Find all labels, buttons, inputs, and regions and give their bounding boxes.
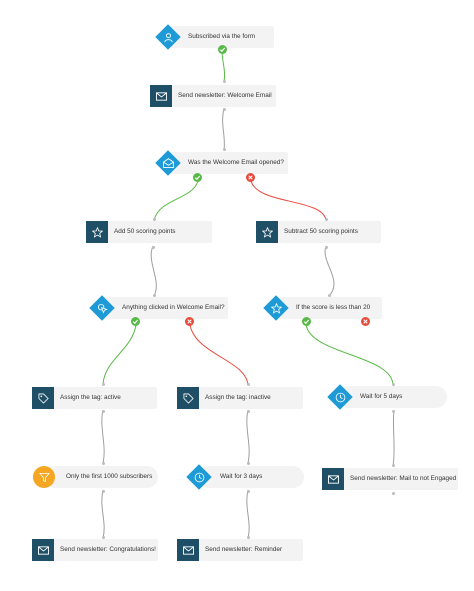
clock-icon xyxy=(188,466,210,488)
cursor-click-icon xyxy=(91,297,113,319)
node-send-not-engaged[interactable]: Send newsletter: Mail to not Engaged xyxy=(322,468,458,490)
port-dot xyxy=(392,410,395,413)
link-wait5-to-notengaged xyxy=(392,409,395,467)
node-wait-3-days[interactable]: Wait for 3 days xyxy=(198,466,304,488)
node-send-welcome[interactable]: Send newsletter: Welcome Email xyxy=(150,85,276,107)
link-yes-subscribed xyxy=(221,49,226,83)
node-tag-active[interactable]: Assign the tag: active xyxy=(32,387,157,409)
link-wait3-to-reminder xyxy=(246,489,250,539)
open-envelope-icon xyxy=(157,152,179,174)
node-send-congratulations[interactable]: Send newsletter: Congratulations! xyxy=(32,539,158,561)
node-send-reminder[interactable]: Send newsletter: Reminder xyxy=(177,539,303,561)
check-icon xyxy=(131,317,140,326)
node-label: Wait for 3 days xyxy=(220,473,263,480)
star-icon xyxy=(86,221,108,243)
node-opened-condition[interactable]: Was the Welcome Email opened? xyxy=(170,152,288,174)
node-label: Send newsletter: Congratulations! xyxy=(60,546,156,553)
node-label: Wait for 5 days xyxy=(360,393,403,400)
port-dot xyxy=(223,148,226,151)
port-dot xyxy=(247,462,250,465)
link-yes-clicked xyxy=(102,324,137,386)
envelope-icon xyxy=(150,85,172,107)
star-icon xyxy=(256,221,278,243)
node-label: Assign the tag: active xyxy=(60,394,121,401)
node-label: Subtract 50 scoring points xyxy=(284,228,358,235)
user-icon xyxy=(157,26,179,48)
port-dot xyxy=(153,294,156,297)
node-label: Add 50 scoring points xyxy=(114,228,176,235)
port-dot xyxy=(392,492,395,495)
cross-icon xyxy=(361,317,370,326)
node-label: Send newsletter: Welcome Email xyxy=(178,92,272,99)
node-subscribed-trigger[interactable]: Subscribed via the form xyxy=(170,26,274,48)
port-dot xyxy=(102,383,105,386)
port-dot xyxy=(325,218,328,221)
envelope-icon xyxy=(177,539,199,561)
node-label: Subscribed via the form xyxy=(188,33,256,40)
port-dot xyxy=(247,383,250,386)
port-dot xyxy=(328,294,331,297)
node-label: Only the first 1000 subscribers xyxy=(66,473,153,480)
node-label: Anything clicked in Welcome Email? xyxy=(122,304,225,311)
node-subtract-score[interactable]: Subtract 50 scoring points xyxy=(256,221,381,243)
node-wait-5-days[interactable]: Wait for 5 days xyxy=(338,386,447,408)
check-icon xyxy=(218,45,227,54)
node-label: Assign the tag: inactive xyxy=(205,394,271,401)
node-label: Was the Welcome Email opened? xyxy=(188,159,284,166)
funnel-icon xyxy=(33,466,55,488)
port-dot xyxy=(223,108,226,111)
link-yes-score xyxy=(305,324,394,386)
node-filter-first-1000[interactable]: Only the first 1000 subscribers xyxy=(44,466,158,488)
link-sub50-to-score xyxy=(324,245,335,297)
node-label: Send newsletter: Mail to not Engaged xyxy=(350,475,457,482)
cross-icon xyxy=(246,173,255,182)
link-no-clicked xyxy=(189,324,249,386)
port-dot xyxy=(102,490,105,493)
port-dot xyxy=(392,464,395,467)
port-dot xyxy=(102,536,105,539)
clock-icon xyxy=(329,386,351,408)
link-welcome-to-opened xyxy=(222,107,225,151)
port-dot xyxy=(152,246,155,249)
link-yes-opened xyxy=(153,180,199,221)
cross-icon xyxy=(185,317,194,326)
port-dot xyxy=(102,410,105,413)
link-no-opened xyxy=(250,180,327,221)
link-inactive-to-wait3 xyxy=(246,409,250,464)
port-dot xyxy=(153,218,156,221)
link-active-to-first1000 xyxy=(101,409,105,464)
envelope-icon xyxy=(32,539,54,561)
node-tag-inactive[interactable]: Assign the tag: inactive xyxy=(177,387,303,409)
tag-icon xyxy=(177,387,199,409)
tag-icon xyxy=(32,387,54,409)
port-dot xyxy=(223,80,226,83)
link-add50-to-clicked xyxy=(150,245,157,297)
port-dot xyxy=(247,536,250,539)
node-clicked-condition[interactable]: Anything clicked in Welcome Email? xyxy=(104,297,228,319)
node-add-score[interactable]: Add 50 scoring points xyxy=(86,221,212,243)
port-dot xyxy=(247,490,250,493)
envelope-icon xyxy=(322,468,344,490)
check-icon xyxy=(302,317,311,326)
port-dot xyxy=(247,410,250,413)
node-label: Send newsletter: Reminder xyxy=(205,546,283,553)
port-dot xyxy=(392,383,395,386)
port-dot xyxy=(325,246,328,249)
node-score-condition[interactable]: If the score is less than 20 xyxy=(278,297,382,319)
node-label: If the score is less than 20 xyxy=(296,304,371,311)
star-icon xyxy=(265,297,287,319)
link-first1000-to-congrats xyxy=(101,489,105,539)
port-dot xyxy=(102,462,105,465)
check-icon xyxy=(193,173,202,182)
